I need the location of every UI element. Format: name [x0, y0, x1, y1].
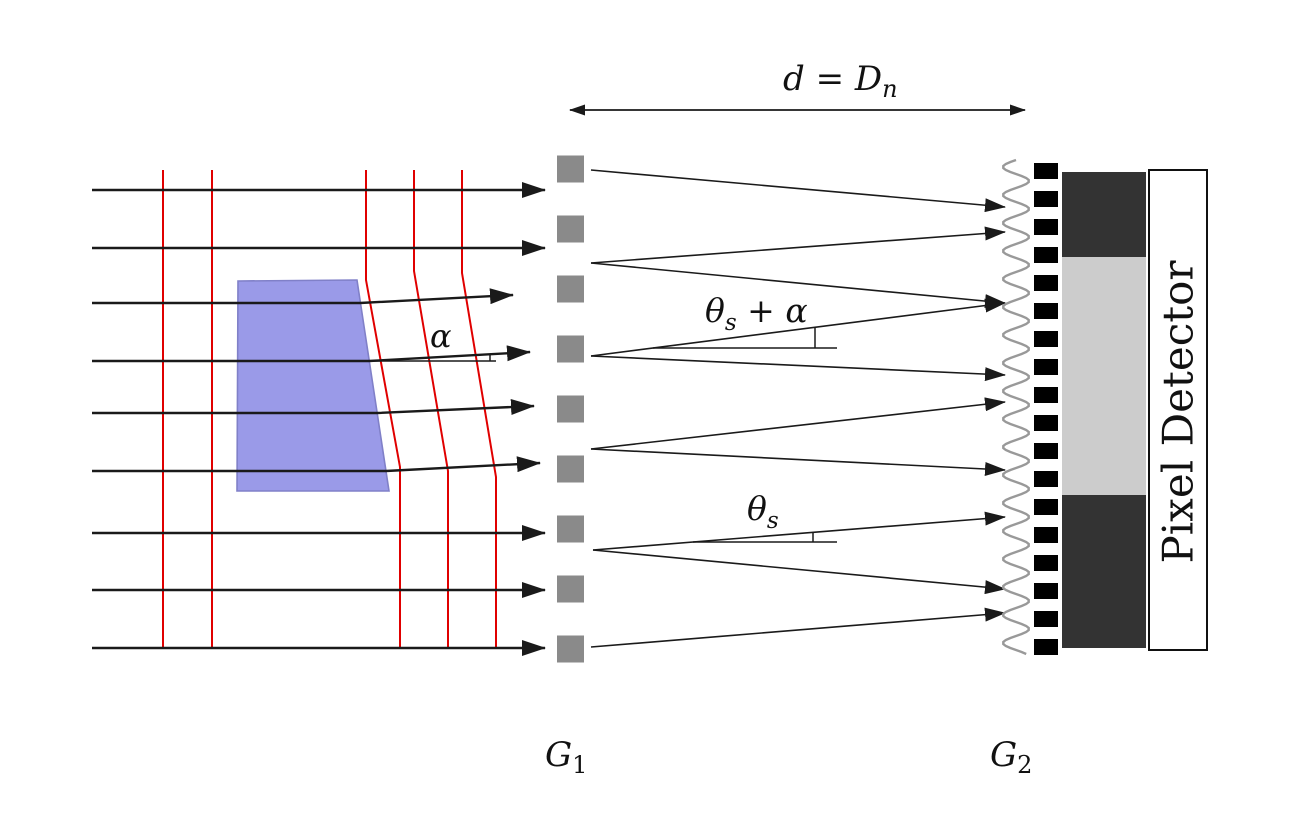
diffracted-ray-2: [590, 226, 1006, 264]
diffracted-ray-1: [590, 169, 1006, 213]
detector-band-dark: [1062, 495, 1146, 648]
g1-grating-bar: [557, 335, 584, 363]
g2-grating-bar: [1034, 303, 1058, 319]
g2-grating-bar: [1034, 247, 1058, 263]
g2-grating-bar: [1034, 359, 1058, 375]
g2-grating-bar: [1034, 443, 1058, 459]
wavefront-line-3: [365, 170, 401, 648]
incident-ray-6: [92, 456, 541, 473]
wavefront-line-4: [413, 170, 449, 648]
g2-grating-bar: [1034, 415, 1058, 431]
g2-grating-bar: [1034, 219, 1058, 235]
g2-grating-bar: [1034, 275, 1058, 291]
detector-label-box: [1148, 169, 1208, 651]
g1-grating-bar: [557, 395, 584, 423]
g2-grating-bar: [1034, 331, 1058, 347]
diffracted-ray-5: [590, 355, 1006, 382]
g1-grating-group: [557, 155, 584, 663]
detector-group: [1062, 169, 1208, 651]
angle-marks-group: [369, 327, 837, 543]
wavefront-line-5: [461, 170, 497, 648]
g2-grating-bar: [1034, 583, 1058, 599]
g2-label: G2: [990, 735, 1032, 779]
diffracted-ray-8: [592, 511, 1006, 551]
detector-band-light: [1062, 257, 1146, 495]
g2-grating-bar: [1034, 191, 1058, 207]
g2-grating-bar: [1034, 471, 1058, 487]
incident-rays-group: [92, 182, 546, 656]
diffracted-ray-7: [590, 448, 1006, 476]
theta-s-label: θs: [747, 489, 779, 534]
g2-grating-bar: [1034, 163, 1058, 179]
diffracted-ray-10: [590, 607, 1006, 648]
incident-ray-3: [92, 288, 514, 305]
g1-grating-bar: [557, 635, 584, 663]
g1-label: G1: [545, 735, 587, 779]
diffracted-ray-3: [590, 262, 1006, 309]
intensity-wave-group: [1002, 158, 1030, 656]
incident-ray-5: [92, 399, 535, 416]
g2-grating-group: [1034, 163, 1058, 655]
pixel-detector-label: Pixel Detector: [1154, 260, 1203, 564]
g1-grating-bar: [557, 215, 584, 243]
theta-plus-alpha-label: θs + α: [705, 291, 808, 336]
g2-grating-bar: [1034, 555, 1058, 571]
g2-grating-bar: [1034, 387, 1058, 403]
g2-grating-bar: [1034, 527, 1058, 543]
detector-band-dark: [1062, 172, 1146, 257]
g2-grating-bar: [1034, 611, 1058, 627]
g1-grating-bar: [557, 155, 584, 183]
g1-grating-bar: [557, 515, 584, 543]
diffracted-ray-6: [590, 397, 1006, 450]
sample-prism-group: [236, 279, 390, 492]
sample-prism: [236, 279, 390, 492]
g1-grating-bar: [557, 575, 584, 603]
g1-grating-bar: [557, 455, 584, 483]
diffracted-ray-4: [590, 298, 1006, 357]
g2-grating-bar: [1034, 639, 1058, 655]
diffracted-ray-9: [592, 549, 1006, 595]
g2-grating-bar: [1034, 499, 1058, 515]
fan-rays-group: [590, 169, 1006, 648]
g1-grating-bar: [557, 275, 584, 303]
distance-label: d = Dn: [783, 59, 898, 103]
alpha-label: α: [430, 317, 452, 355]
wavefront-lines-group: [162, 170, 497, 648]
intensity-fringe-wave: [1002, 158, 1030, 656]
